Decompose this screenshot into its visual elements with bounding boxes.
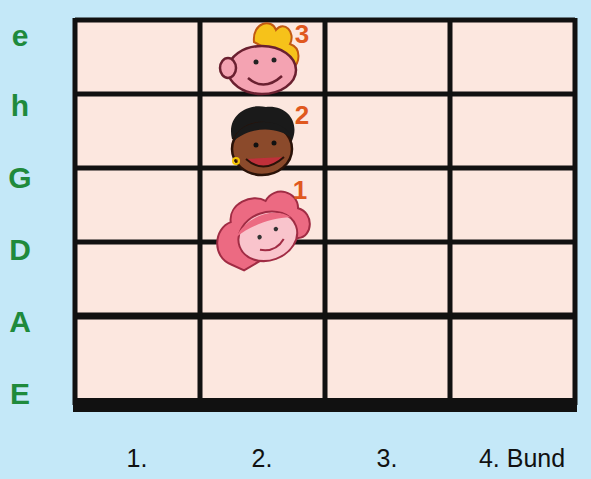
string-name: E: [10, 379, 30, 409]
string-name: h: [11, 91, 29, 121]
string-name: D: [9, 235, 31, 265]
fret-label: 1.: [127, 446, 148, 471]
finger-number: 3: [295, 21, 309, 47]
finger-number: 2: [295, 102, 309, 128]
fretboard-grid: [75, 18, 575, 405]
fret-label: 3.: [377, 446, 398, 471]
fret-label: 4. Bund: [479, 446, 565, 471]
finger-face: [220, 23, 299, 94]
finger-face: [231, 106, 294, 175]
string-name: G: [8, 163, 31, 193]
finger-number: 1: [293, 177, 307, 203]
fretboard-bottom-bar: [73, 398, 577, 412]
string-name: e: [12, 21, 29, 51]
string-name: A: [9, 307, 31, 337]
fret-label: 2.: [252, 446, 273, 471]
